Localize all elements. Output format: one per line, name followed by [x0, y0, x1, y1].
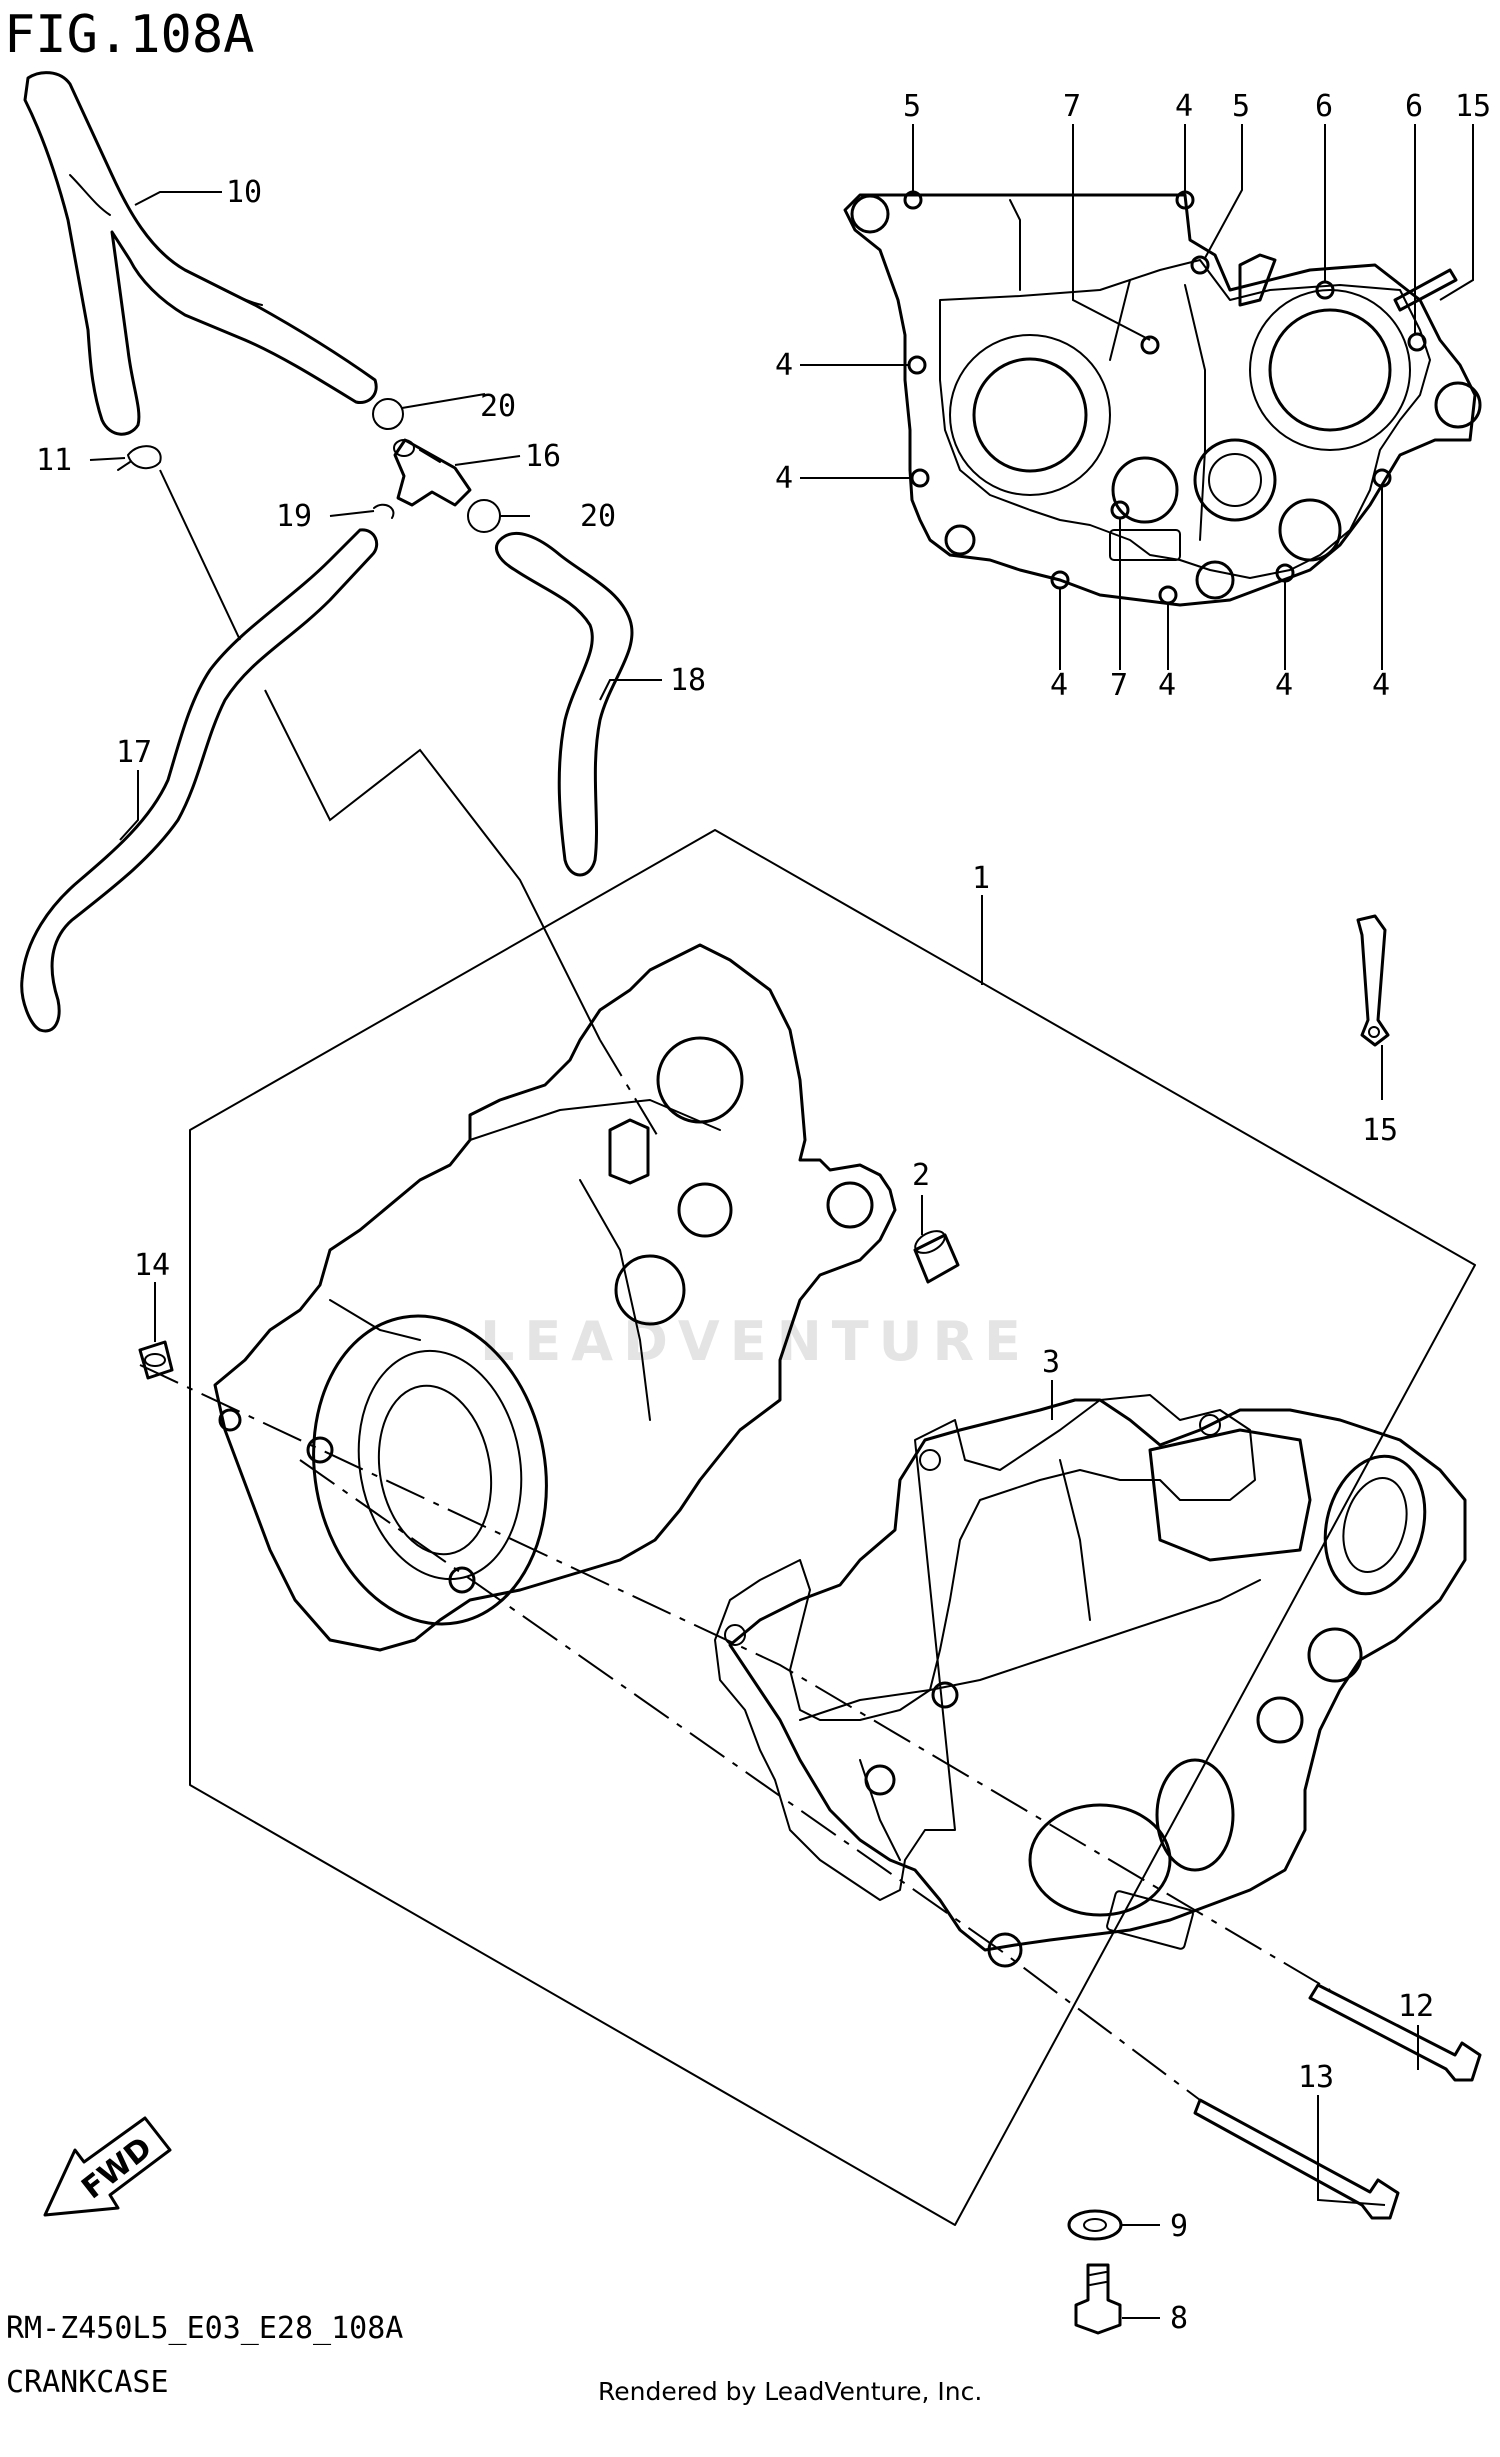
- leader-lines: [89, 124, 1474, 2319]
- washer-9: [1067, 2209, 1123, 2241]
- callout-10: 10: [226, 175, 262, 210]
- callout-4-g: 4: [1372, 668, 1390, 703]
- callout-4-e: 4: [1158, 668, 1176, 703]
- figure-title: FIG.108A: [4, 5, 254, 65]
- callout-4-d: 4: [1050, 668, 1068, 703]
- clamp-15: [1356, 914, 1390, 1047]
- breather-hose-18: [495, 531, 634, 877]
- breather-hose-17: [20, 528, 379, 1033]
- callout-7-b: 7: [1110, 668, 1128, 703]
- callout-2: 2: [912, 1158, 930, 1193]
- joint-fitting-16: [393, 438, 472, 507]
- callout-19: 19: [276, 499, 312, 534]
- bolt-13: [1193, 2098, 1400, 2220]
- watermark-text: LEADVENTURE: [480, 1310, 1031, 1373]
- callout-14: 14: [134, 1248, 170, 1283]
- crankcase-right-half: [728, 1398, 1467, 1968]
- callout-3: 3: [1042, 1345, 1060, 1380]
- callout-labels: 1 2 3 14 15 12 13 9 8 10 11 16 17 18 19 …: [36, 89, 1491, 2336]
- callout-6-a: 6: [1315, 89, 1333, 124]
- clamp-19: [373, 503, 395, 519]
- callout-20-upper: 20: [480, 389, 516, 424]
- callout-20-lower: 20: [580, 499, 616, 534]
- crankcase-inner-view: [843, 193, 1482, 607]
- breather-hose-10: [23, 71, 378, 436]
- dowel-pin-2: [913, 1230, 960, 1284]
- callout-4-f: 4: [1275, 668, 1293, 703]
- callout-18: 18: [670, 663, 706, 698]
- callout-15-upper: 15: [1455, 89, 1491, 124]
- gasket-3: [714, 1394, 1256, 1901]
- callout-4-a: 4: [1175, 89, 1193, 124]
- callout-11: 11: [36, 443, 72, 478]
- render-credit: Rendered by LeadVenture, Inc.: [598, 2377, 982, 2406]
- hose-clip-20-lower: [467, 499, 501, 533]
- callout-5-b: 5: [1232, 89, 1250, 124]
- figure-code: RM-Z450L5_E03_E28_108A: [6, 2311, 403, 2346]
- callout-16: 16: [525, 439, 561, 474]
- callout-9: 9: [1170, 2209, 1188, 2244]
- bolt-12: [1308, 1983, 1482, 2082]
- callout-1: 1: [972, 861, 990, 896]
- callout-6-b: 6: [1405, 89, 1423, 124]
- callout-13: 13: [1298, 2060, 1334, 2095]
- callout-8: 8: [1170, 2301, 1188, 2336]
- figure-name: CRANKCASE: [6, 2365, 169, 2400]
- hose-clip-20-upper: [372, 398, 404, 430]
- clamp-11: [117, 445, 162, 471]
- crankcase-assembly-outline: [189, 829, 1476, 2226]
- callout-4-c: 4: [775, 461, 793, 496]
- callout-15-lower: 15: [1362, 1113, 1398, 1148]
- callout-7-a: 7: [1063, 89, 1081, 124]
- crankcase-left-half: [213, 943, 897, 1652]
- callout-4-b: 4: [775, 348, 793, 383]
- fwd-arrow-icon: FWD: [43, 2116, 172, 2217]
- callout-5-a: 5: [903, 89, 921, 124]
- bolt-8: [1074, 2263, 1122, 2335]
- callout-17: 17: [116, 735, 152, 770]
- inner-view-holes: [903, 190, 1427, 605]
- callout-12: 12: [1398, 1989, 1434, 2024]
